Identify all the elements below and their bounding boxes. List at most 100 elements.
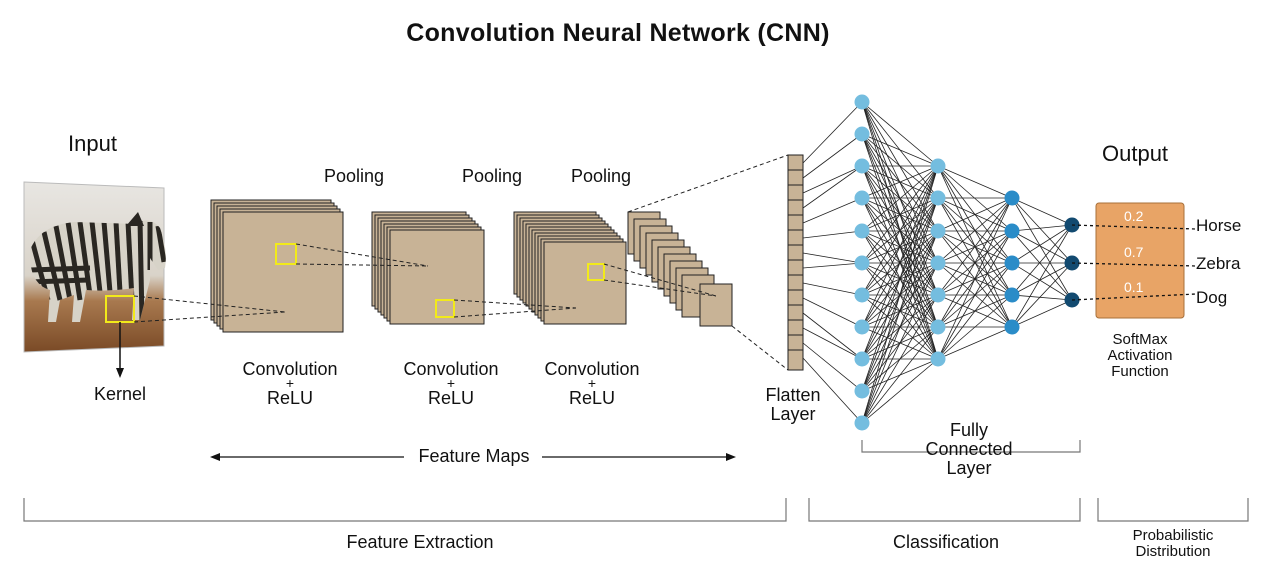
connection-line	[861, 165, 939, 199]
connection-line	[861, 165, 939, 424]
connection-line	[1011, 197, 1073, 301]
brackets	[23, 440, 1249, 522]
connection-line	[1011, 197, 1073, 226]
connection-line	[802, 165, 863, 209]
connection-line	[861, 197, 939, 424]
hidden-neuron-1-5	[930, 287, 946, 303]
connection-line	[1011, 230, 1073, 301]
input-neuron-1	[854, 94, 870, 110]
connection-line	[802, 262, 863, 269]
feature-map-stack-2	[371, 211, 485, 325]
feature-map-stack-1	[210, 199, 344, 333]
connection-line	[802, 252, 863, 264]
probability-horse: 0.2	[1124, 208, 1144, 224]
hidden-neuron-1-7	[930, 351, 946, 367]
conv-label-3: Convolution + ReLU	[544, 359, 640, 408]
connection-line	[1011, 224, 1073, 296]
kernel-arrow-icon	[116, 368, 124, 378]
fully-connected-bracket	[861, 440, 1081, 453]
connection-line	[1011, 230, 1073, 264]
input-neuron-6	[854, 255, 870, 271]
fully-connected-label: Fully Connected Layer	[925, 420, 1013, 478]
connection-line	[937, 197, 1013, 328]
feature-maps-label: Feature Maps	[418, 446, 530, 466]
connection-line	[1011, 224, 1073, 232]
diagram-title: Convolution Neural Network (CNN)	[406, 19, 830, 47]
hidden-neuron-2-5	[1004, 319, 1020, 335]
input-neuron-9	[854, 351, 870, 367]
hidden-neuron-2-2	[1004, 223, 1020, 239]
connection-line	[937, 197, 1013, 232]
output-label: Output	[1102, 141, 1169, 166]
conv-label-1: Convolution + ReLU	[242, 359, 338, 408]
connection-line	[861, 133, 939, 167]
connection-line	[861, 133, 939, 232]
projection-lines	[133, 154, 789, 371]
connection-line	[861, 165, 939, 264]
connection-line	[861, 165, 939, 232]
connection-line	[1011, 262, 1073, 301]
connection-line	[861, 165, 939, 360]
hidden-neuron-1-6	[930, 319, 946, 335]
connection-line	[861, 294, 939, 424]
kernel-box-3	[587, 263, 605, 281]
kernel-label: Kernel	[94, 384, 147, 404]
connection-line	[802, 197, 863, 224]
connection-line	[861, 165, 939, 328]
connection-line	[937, 230, 1013, 360]
input-neuron-8	[854, 319, 870, 335]
connection-line	[1011, 262, 1073, 328]
connection-line	[802, 312, 863, 360]
connection-line	[802, 282, 863, 296]
input-neuron-2	[854, 126, 870, 142]
connection-line	[937, 165, 1013, 199]
connection-line	[802, 342, 863, 392]
class-horse: Horse	[1196, 216, 1242, 235]
feature-extraction-label: Feature Extraction	[346, 532, 494, 552]
feature-map-stack-4	[627, 211, 733, 327]
class-dog: Dog	[1196, 288, 1228, 307]
connection-line	[802, 230, 863, 239]
probabilistic-distribution-label: Probabilistic Distribution	[1132, 527, 1214, 560]
hidden-neuron-1-4	[930, 255, 946, 271]
hidden-neuron-1-1	[930, 158, 946, 174]
flatten-layer-label: Flatten Layer	[765, 385, 821, 424]
pooling-label-1: Pooling	[324, 166, 385, 186]
connection-line	[802, 133, 863, 179]
connection-line	[861, 165, 939, 392]
feature-map-stack-3	[513, 211, 627, 325]
connection-line	[802, 101, 863, 164]
pooling-label-2: Pooling	[462, 166, 523, 186]
conv-label-2: Convolution + ReLU	[403, 359, 499, 408]
connection-line	[1011, 299, 1073, 328]
connection-line	[937, 197, 1013, 264]
connection-line	[861, 358, 939, 424]
connection-line	[937, 294, 1013, 360]
arrow-left-icon	[210, 453, 220, 461]
classification-bracket	[808, 498, 1081, 522]
connection-line	[861, 165, 939, 296]
connection-line	[1011, 294, 1073, 301]
feature-extraction-bracket	[23, 498, 787, 522]
connection-line	[861, 326, 939, 424]
hidden-neuron-1-3	[930, 223, 946, 239]
connection-line	[802, 327, 863, 360]
connection-line	[937, 197, 1013, 296]
flatten-layer	[787, 154, 804, 371]
class-zebra: Zebra	[1196, 254, 1241, 273]
connection-line	[1011, 197, 1073, 264]
connection-line	[937, 197, 1013, 360]
hidden-neuron-1-2	[930, 190, 946, 206]
connection-line	[802, 297, 863, 328]
kernel-box-2	[435, 299, 455, 318]
pooling-label-3: Pooling	[571, 166, 632, 186]
input-neuron-10	[854, 383, 870, 399]
input-label: Input	[68, 131, 117, 156]
connection-line	[802, 165, 863, 194]
probability-dog: 0.1	[1124, 279, 1144, 295]
probability-zebra: 0.7	[1124, 244, 1144, 260]
connection-line	[802, 357, 863, 424]
connection-line	[937, 262, 1013, 360]
connection-line	[937, 326, 1013, 360]
